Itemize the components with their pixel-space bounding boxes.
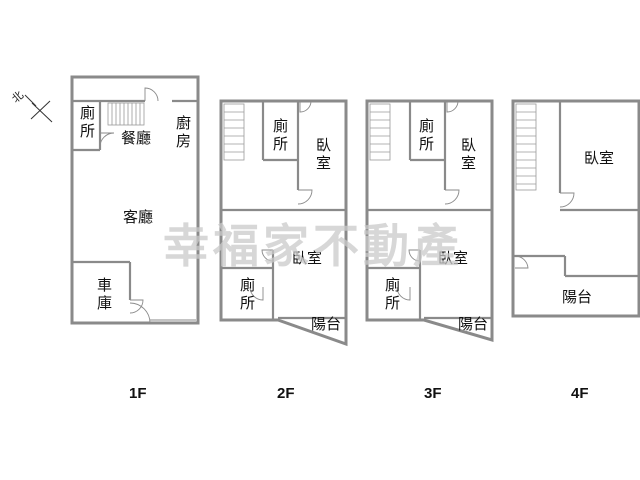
floor-3f-room-3: 臥室 (438, 249, 468, 267)
floor-4f-label: 4F (571, 385, 589, 402)
floor-1f-room-2: 餐廳 (121, 129, 151, 147)
floor-2f-room-3: 臥室 (292, 249, 322, 267)
floor-2f-room-1: 廁所 (273, 117, 288, 153)
compass-label: 北 (9, 89, 26, 106)
floor-2f-label: 2F (277, 385, 295, 402)
floor-3f-room-1: 廁所 (419, 117, 434, 153)
floor-1f-room-3: 廚房 (176, 114, 191, 150)
floor-2f-room-5: 陽台 (311, 315, 341, 333)
floor-3f-plan (365, 99, 494, 343)
floor-1f-room-4: 客廳 (123, 208, 153, 226)
floor-3f-room-5: 陽台 (458, 315, 488, 333)
floor-3f-room-4: 廁所 (385, 276, 400, 312)
floor-4f-plan (511, 99, 640, 318)
floor-3f-room-2: 臥室 (461, 136, 476, 172)
north-arrow-icon: 北 (9, 89, 53, 123)
floor-2f-room-4: 廁所 (240, 276, 255, 312)
floor-1f-room-5: 車庫 (97, 276, 112, 312)
floor-4f-room-2: 陽台 (562, 288, 592, 306)
floor-1f-plan (70, 75, 200, 325)
floor-1f-room-1: 廁所 (80, 104, 95, 140)
watermark-text: 幸福家不動產 (163, 219, 463, 273)
floor-2f-plan (219, 99, 348, 347)
floor-4f-room-1: 臥室 (584, 149, 614, 167)
floor-3f-label: 3F (424, 385, 442, 402)
floor-1f-label: 1F (129, 385, 147, 402)
floor-2f-room-2: 臥室 (316, 136, 331, 172)
